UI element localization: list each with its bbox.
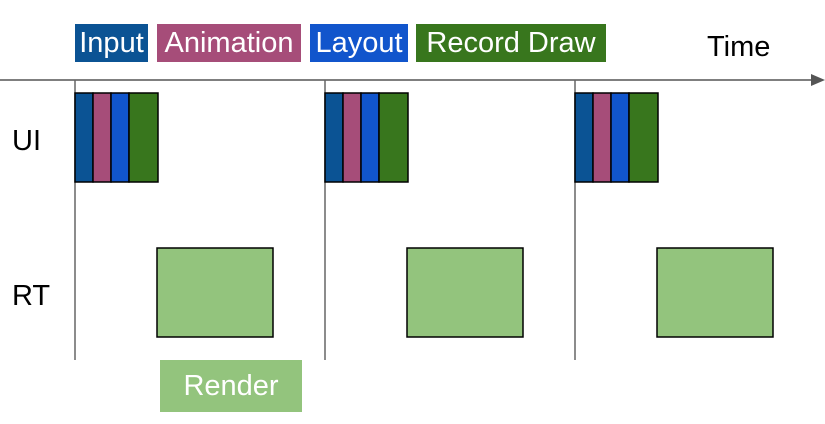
frame-3-input-block xyxy=(574,92,594,183)
frame-3-record-draw-block xyxy=(628,92,659,183)
frame-1-animation-block xyxy=(92,92,112,183)
frame-2-record-draw-block xyxy=(378,92,409,183)
frame-3-layout-block xyxy=(610,92,630,183)
frame-3-animation-block xyxy=(592,92,612,183)
render-legend-label: Render xyxy=(160,360,302,412)
frame-2-animation-block xyxy=(342,92,362,183)
ui-thread-label: UI xyxy=(12,125,41,157)
time-axis-arrow xyxy=(811,74,825,86)
time-axis-label: Time xyxy=(707,31,771,63)
frame-2-input-block xyxy=(324,92,344,183)
frame-1-record-draw-block xyxy=(128,92,159,183)
legend-record-draw-label: Record Draw xyxy=(416,24,606,62)
frame-2-render-block xyxy=(406,247,524,338)
legend-layout-label: Layout xyxy=(310,24,408,62)
frame-2-layout-block xyxy=(360,92,380,183)
frame-1-input-block xyxy=(74,92,94,183)
legend-input-label: Input xyxy=(75,24,148,62)
frame-1-layout-block xyxy=(110,92,130,183)
render-thread-label: RT xyxy=(12,280,51,312)
frame-1-render-block xyxy=(156,247,274,338)
legend-animation-label: Animation xyxy=(157,24,301,62)
frame-3-render-block xyxy=(656,247,774,338)
